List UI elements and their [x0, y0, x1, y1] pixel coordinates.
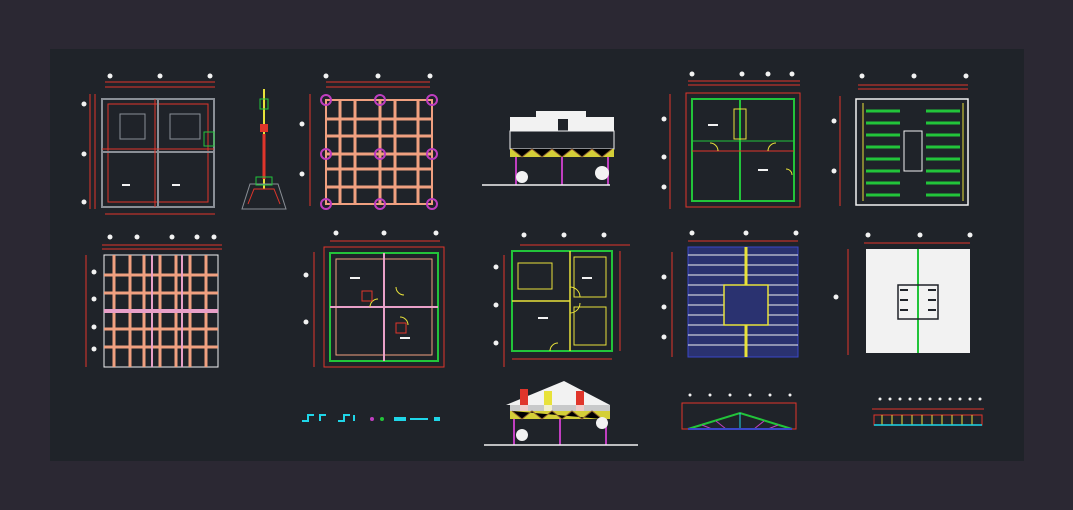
roof-framing-green [831, 73, 969, 206]
elevation-front [482, 111, 615, 186]
drawing-sheet[interactable] [50, 49, 1024, 461]
floor-plan-2 [303, 230, 445, 368]
floor-plan-3 [493, 232, 630, 367]
truss-section [681, 393, 797, 430]
joist-plan [85, 234, 222, 368]
roof-framing-blue [661, 230, 799, 358]
floor-plan-1 [661, 71, 801, 209]
footing-section [241, 89, 287, 210]
elevation-side [484, 381, 638, 446]
roof-plan-white [833, 232, 973, 355]
cad-sheet-canvas[interactable] [50, 49, 1024, 461]
foundation-plan [81, 73, 215, 215]
beam-grid-plan [299, 73, 438, 210]
truss-elevation [872, 397, 984, 426]
detail-strip [302, 414, 440, 422]
